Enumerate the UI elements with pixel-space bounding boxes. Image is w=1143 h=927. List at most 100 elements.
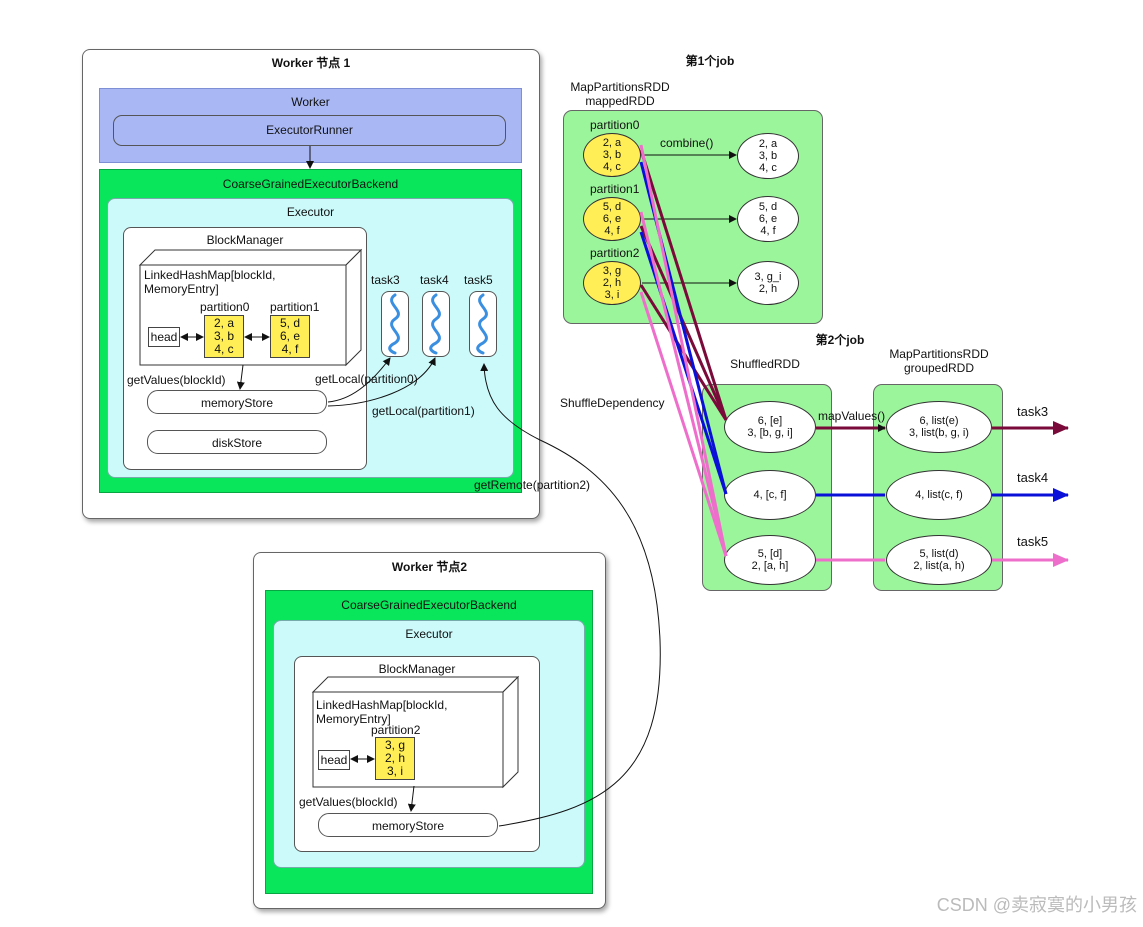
get-local-partition0-label: getLocal(partition0)	[315, 372, 418, 386]
job1-partition0-label: partition0	[590, 118, 640, 132]
worker1-diskstore-label: diskStore	[211, 436, 263, 450]
worker2-head-label: head	[320, 753, 348, 767]
job1-partition0-output-row: 3, b	[758, 150, 778, 162]
worker1-partition1-value: 4, f	[281, 342, 299, 356]
shuffled-partition-0-row: 3, [b, g, i]	[747, 427, 793, 439]
job1-partition0-input-row: 3, b	[602, 149, 622, 161]
wave-icon	[388, 293, 488, 355]
job1-partition1-output: 5, d 6, e 4, f	[737, 196, 799, 242]
grouped-partition-2-row: 2, list(a, h)	[913, 560, 965, 572]
worker2-linkedmap-label-1: LinkedHashMap[blockId,	[316, 698, 448, 712]
job1-partition2-input-row: 3, g	[602, 265, 622, 277]
shuffled-partition-1: 4, [c, f]	[724, 470, 816, 520]
grouped-partition-0-row: 6, list(e)	[919, 415, 959, 427]
job1-partition2-input: 3, g 2, h 3, i	[583, 261, 641, 305]
worker1-linkedmap-label-2: MemoryEntry]	[144, 282, 219, 296]
grouped-partition-2-row: 5, list(d)	[919, 548, 959, 560]
job1-partition0-output-row: 4, c	[759, 162, 777, 174]
output-task5-label: task5	[1017, 534, 1049, 549]
worker2-executor-label: Executor	[405, 627, 453, 641]
worker1-cgeb-label: CoarseGrainedExecutorBackend	[222, 177, 399, 191]
job1-partition1-output-row: 5, d	[758, 201, 778, 213]
getlocal-partition1-curve	[327, 357, 436, 407]
worker1-partition1-value: 5, d	[279, 316, 300, 330]
job1-partition2-output-row: 3, g_i	[754, 271, 782, 283]
shuffled-rdd-label: ShuffledRDD	[730, 357, 800, 371]
worker1-head-label: head	[150, 330, 178, 344]
worker1-worker-label: Worker	[291, 95, 330, 109]
job1-partition1-input-row: 5, d	[602, 201, 622, 213]
worker2-partition2-value: 3, i	[386, 764, 403, 778]
job1-partition0-input-row: 2, a	[602, 137, 622, 149]
combine-label: combine()	[660, 136, 714, 150]
worker1-executor-label: Executor	[286, 205, 335, 219]
job1-partition1-input-row: 4, f	[604, 225, 620, 237]
job2-title: 第2个job	[815, 333, 865, 347]
shuffle-lines-task5	[639, 144, 728, 557]
worker1-diskstore-box	[147, 430, 327, 454]
worker2-cgeb-label: CoarseGrainedExecutorBackend	[341, 598, 517, 612]
worker1-linkedmap-label-1: LinkedHashMap[blockId,	[144, 268, 276, 282]
worker1-memorystore-label: memoryStore	[200, 396, 274, 410]
job1-partition1-label: partition1	[590, 182, 640, 196]
task-label-task3: task3	[371, 273, 400, 287]
get-remote-partition2-label: getRemote(partition2)	[474, 478, 591, 492]
grouped-rdd-var: groupedRDD	[903, 361, 975, 375]
worker1-partition0-label: partition0	[200, 300, 250, 314]
getlocal-partition0-curve	[327, 357, 391, 403]
worker2-partition2-value: 3, g	[384, 738, 405, 752]
job1-partition0-input: 2, a 3, b 4, c	[583, 133, 641, 177]
task4-box[interactable]	[422, 291, 450, 357]
job1-rdd-name: MapPartitionsRDD	[570, 80, 670, 94]
executor-runner-label: ExecutorRunner	[266, 123, 353, 137]
grouped-partition-2: 5, list(d) 2, list(a, h)	[886, 535, 992, 585]
job1-partition1-input-row: 6, e	[602, 213, 622, 225]
getremote-partition2-curve	[480, 363, 661, 827]
worker2-title: Worker 节点2	[391, 560, 468, 574]
worker2-partition2-box: 3, g 2, h 3, i	[375, 737, 415, 780]
get-local-partition1-label: getLocal(partition1)	[372, 404, 475, 418]
worker2-linkedmap-label-2: MemoryEntry]	[316, 712, 391, 726]
task-label-task5: task5	[464, 273, 493, 287]
shuffled-partition-2-row: 5, [d]	[757, 548, 783, 560]
task3-box[interactable]	[381, 291, 409, 357]
job1-partition1-output-row: 4, f	[760, 225, 776, 237]
job1-title: 第1个job	[685, 54, 735, 68]
executor-runner-box	[113, 115, 506, 146]
worker1-partition0-value: 4, c	[214, 342, 234, 356]
job1-rdd-var: mappedRDD	[585, 94, 655, 108]
grouped-partition-1-row: 4, list(c, f)	[915, 489, 963, 501]
worker2-head-box: head	[318, 750, 350, 770]
job1-partition2-output-row: 2, h	[758, 283, 778, 295]
worker1-memorystore-box	[147, 390, 327, 414]
worker2-blockmanager-label: BlockManager	[378, 662, 456, 676]
worker2-getvalues-label: getValues(blockId)	[299, 795, 398, 809]
worker2-memorystore-label: memoryStore	[371, 819, 445, 833]
job1-partition2-label: partition2	[590, 246, 640, 260]
grouped-partition-0-row: 3, list(b, g, i)	[909, 427, 969, 439]
worker1-partition0-value: 2, a	[213, 316, 234, 330]
worker1-title: Worker 节点 1	[271, 56, 351, 70]
task5-box[interactable]	[469, 291, 497, 357]
job1-partition1-input: 5, d 6, e 4, f	[583, 197, 641, 241]
worker1-partition1-label: partition1	[270, 300, 320, 314]
shuffled-partition-2: 5, [d] 2, [a, h]	[724, 535, 816, 585]
worker1-partition0-box: 2, a 3, b 4, c	[204, 315, 244, 358]
shuffled-partition-1-row: 4, [c, f]	[753, 489, 787, 501]
job1-partition1-output-row: 6, e	[758, 213, 778, 225]
worker1-getvalues-label: getValues(blockId)	[127, 373, 226, 387]
output-task3-label: task3	[1017, 404, 1049, 419]
worker2-memorystore-box	[318, 813, 498, 837]
output-task4-label: task4	[1017, 470, 1049, 485]
job1-partition0-output-row: 2, a	[758, 138, 778, 150]
watermark: CSDN @卖寂寞的小男孩	[936, 895, 1137, 915]
worker1-partition0-value: 3, b	[213, 329, 234, 343]
job1-partition0-input-row: 4, c	[603, 161, 621, 173]
job1-partition2-input-row: 3, i	[604, 289, 620, 301]
job1-partition0-output: 2, a 3, b 4, c	[737, 133, 799, 179]
worker2-partition2-value: 2, h	[384, 751, 405, 765]
worker2-partition2-label: partition2	[371, 723, 421, 737]
grouped-partition-1: 4, list(c, f)	[886, 470, 992, 520]
job1-partition2-output: 3, g_i 2, h	[737, 261, 799, 305]
